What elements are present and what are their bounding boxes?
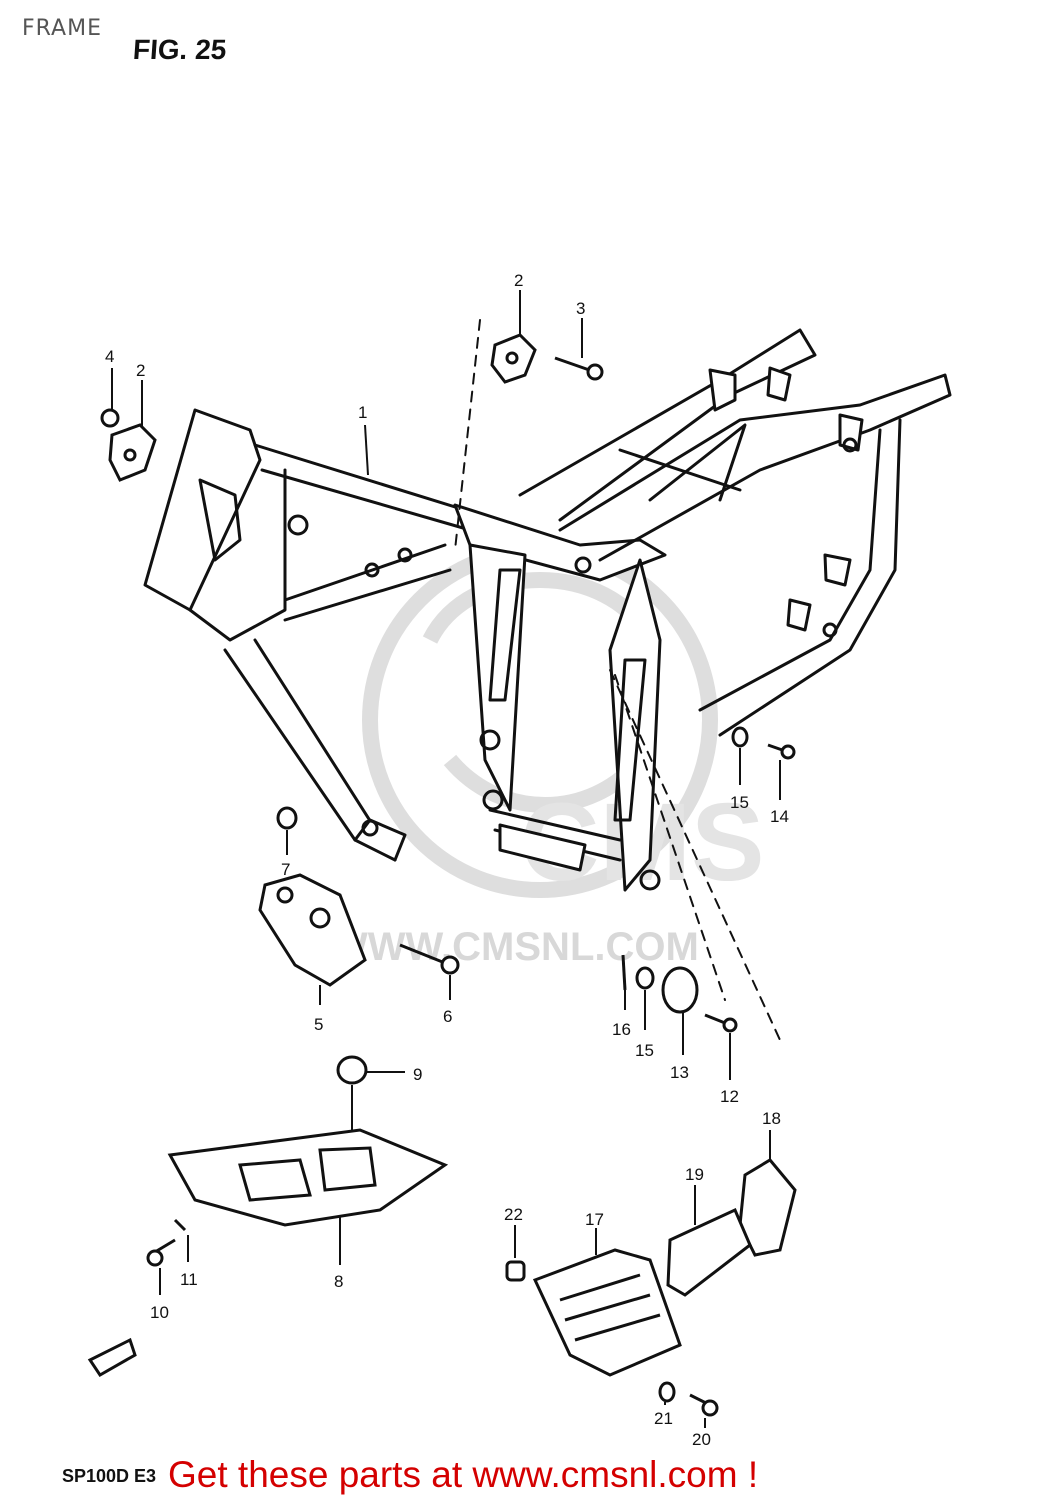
collar-16 [621,954,627,991]
bolt-6 [399,943,460,975]
nut-4 [100,408,120,428]
bolt-10 [146,1238,176,1267]
washer-7 [276,806,298,830]
skid-plate-8 [167,1128,449,1227]
leader-lines [111,290,781,1428]
callout-12: 12 [720,1087,739,1106]
callout-13: 13 [670,1063,689,1082]
frame-assembly [143,319,952,1041]
callout-3: 3 [576,299,585,318]
washer-11 [173,1218,187,1232]
direction-arrow-icon [87,1337,137,1377]
washer-15-upper [731,726,749,748]
callout-17: 17 [585,1210,604,1229]
bolt-12 [704,1013,738,1033]
watermark-url: WWW.CMSNL.COM [330,925,699,969]
callout-2-left: 2 [136,361,145,380]
plug-9 [336,1055,368,1085]
callout-22: 22 [504,1205,523,1224]
callout-20: 20 [692,1430,711,1449]
callout-15-upper: 15 [730,793,749,812]
callout-2-right: 2 [514,271,523,290]
spacer-22 [505,1260,526,1282]
callout-6: 6 [443,1007,452,1026]
bolt-14 [767,743,796,760]
washer-21 [658,1381,676,1403]
callout-18: 18 [762,1109,781,1128]
callout-14: 14 [770,807,789,826]
bolt-3 [554,356,604,381]
cover-17 [532,1248,682,1377]
section-title: FRAME [22,16,102,41]
callout-4: 4 [105,347,114,366]
callout-1: 1 [358,403,367,422]
washer-15-lower [635,966,655,990]
callout-21: 21 [654,1409,673,1428]
bolt-20 [689,1393,719,1417]
callout-9: 9 [413,1065,422,1084]
callout-16: 16 [612,1020,631,1039]
callout-5: 5 [314,1015,323,1034]
callout-11: 11 [180,1270,198,1289]
callout-10: 10 [150,1303,169,1322]
cushion-13 [661,966,699,1014]
bracket-2-left [108,423,157,482]
engine-mount-plate-5 [258,873,367,987]
shield-19 [666,1207,752,1297]
callout-7: 7 [281,860,290,879]
callout-19: 19 [685,1165,704,1184]
callout-8: 8 [334,1272,343,1291]
watermark: CMS WWW.CMSNL.COM [330,542,764,969]
model-code: SP100D E3 [62,1466,157,1486]
bracket-2-right [490,333,537,384]
callout-15-lower: 15 [635,1041,654,1060]
parts-shop-link[interactable]: Get these parts at www.cmsnl.com ! [168,1454,759,1495]
callouts: 1 2 2 3 4 5 6 7 8 9 10 11 12 13 14 15 15… [105,271,789,1449]
